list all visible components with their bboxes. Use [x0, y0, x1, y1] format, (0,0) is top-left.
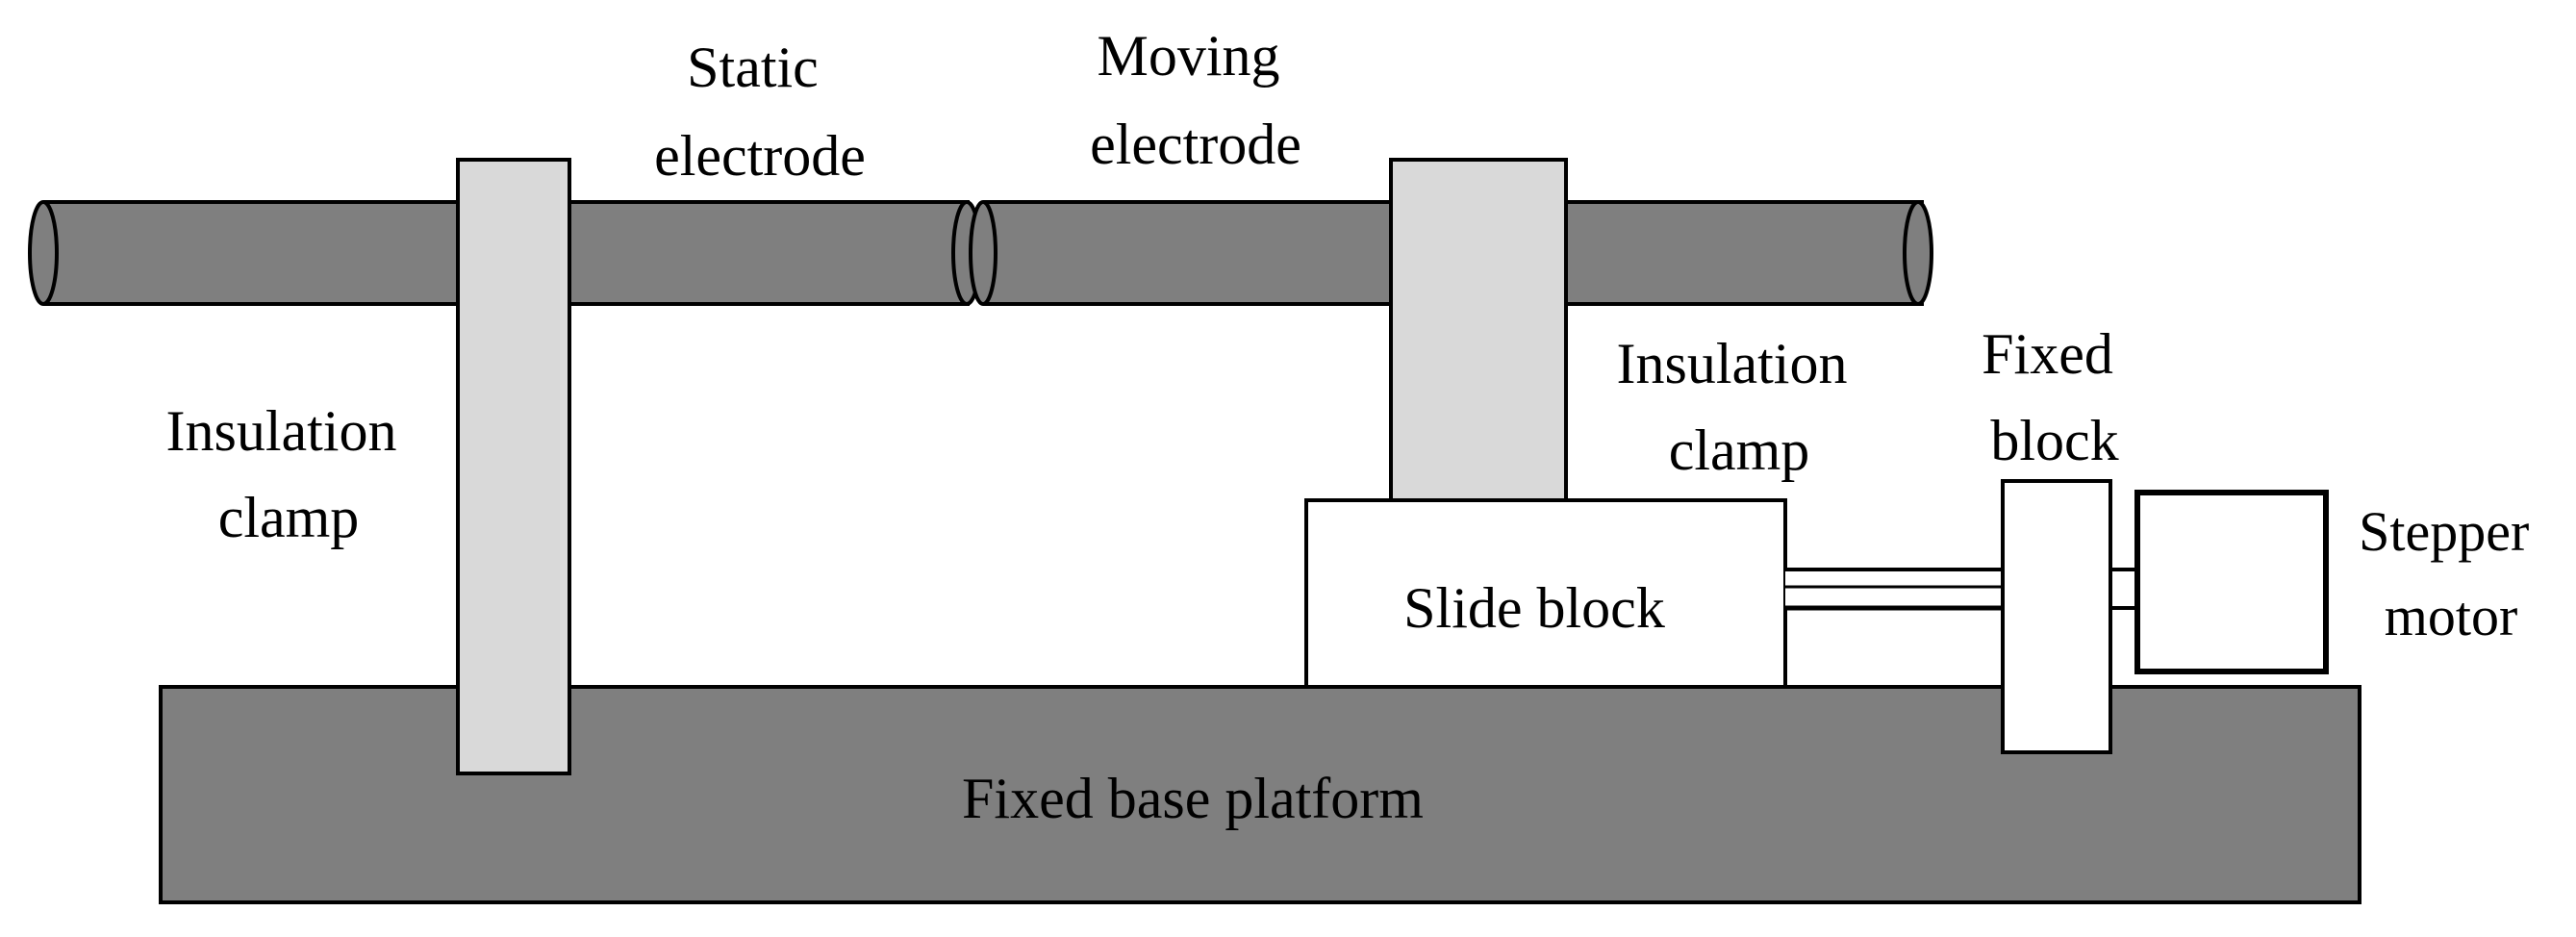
label-static-electrode: Static electrode: [654, 36, 866, 188]
label-fixed-base-platform: Fixed base platform: [962, 767, 1424, 830]
fixed-block: [2001, 479, 2112, 754]
insulation-clamp-left: [456, 158, 571, 775]
label-slide-block: Slide block: [1403, 576, 1665, 640]
lead-screw-shaft: [1785, 568, 2003, 611]
label-stepper-motor: Stepper motor: [2359, 500, 2543, 647]
slide-block: [1304, 498, 1787, 689]
label-insulation-clamp-left: Insulation clamp: [166, 399, 412, 549]
motor-coupling-shaft: [2110, 568, 2137, 610]
label-moving-electrode: Moving electrode: [1090, 24, 1301, 176]
label-insulation-clamp-right: Insulation clamp: [1617, 332, 1862, 482]
insulation-clamp-right: [1389, 158, 1568, 502]
label-fixed-block: Fixed block: [1982, 322, 2128, 472]
stepper-motor: [2134, 490, 2329, 674]
